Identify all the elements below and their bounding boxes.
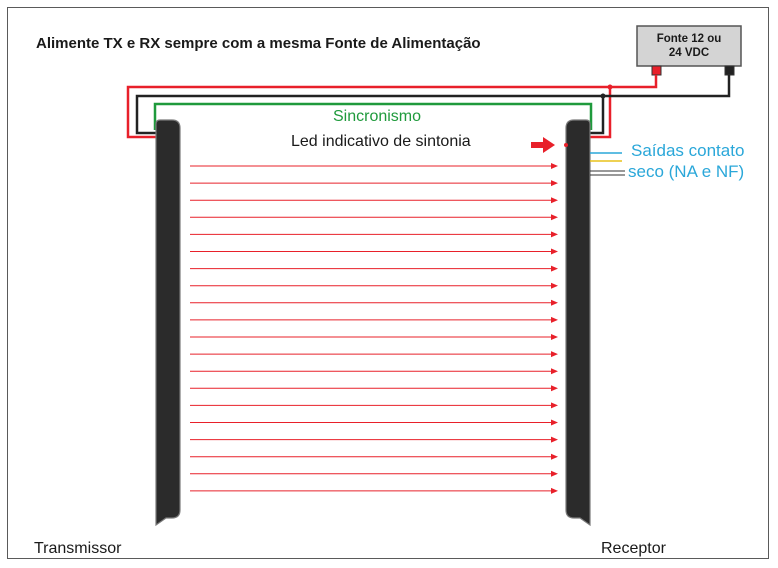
diagram-frame [7, 7, 769, 559]
light-beam-arrowhead [551, 419, 558, 426]
light-beam-arrowhead [551, 351, 558, 358]
sync-label: Sincronismo [333, 108, 422, 125]
light-beams [190, 163, 558, 494]
light-beam-arrowhead [551, 316, 558, 323]
light-beam-arrowhead [551, 385, 558, 392]
light-beam-arrowhead [551, 402, 558, 409]
power-supply-line-2: 24 VDC [668, 47, 710, 59]
junction-dot [600, 93, 606, 99]
sync-wire [153, 102, 593, 130]
outputs-label-line-2: seco (NA e NF) [628, 162, 745, 181]
receiver-bar [565, 119, 591, 527]
positive-wire-rx [582, 87, 612, 139]
light-beam-arrowhead [551, 299, 558, 306]
power-supply-label: Fonte 12 ou 24 VDC [641, 32, 737, 60]
power-supply-line-1: Fonte 12 ou [656, 33, 722, 45]
light-beam-arrowhead [551, 197, 558, 204]
outputs-label-line-1: Saídas contato [631, 141, 745, 160]
light-beam-arrowhead [551, 368, 558, 375]
negative-wire [135, 75, 731, 135]
light-beam-arrowhead [551, 163, 558, 169]
light-beam-arrowhead [551, 334, 558, 340]
light-beam-arrowhead [551, 470, 558, 477]
receiver-label: Receptor [601, 540, 666, 557]
light-beam-arrowhead [551, 231, 558, 238]
light-beam-arrowhead [551, 436, 558, 443]
power-positive-terminal [651, 65, 662, 76]
light-beam-arrowhead [551, 282, 558, 289]
led-label: Led indicativo de sintonia [291, 133, 471, 150]
light-beam-arrowhead [551, 265, 558, 272]
led-indicator-arrow [531, 137, 555, 153]
light-beam-arrowhead [551, 487, 558, 494]
led-dot [564, 143, 568, 147]
transmitter-bar [155, 119, 181, 527]
power-supply-box [636, 25, 742, 67]
light-beam-arrowhead [551, 214, 558, 221]
diagram-title: Alimente TX e RX sempre com a mesma Font… [36, 35, 481, 52]
light-beam-arrowhead [551, 248, 558, 255]
junction-dot [607, 84, 613, 90]
transmitter-label: Transmissor [34, 540, 122, 557]
light-beam-arrowhead [551, 453, 558, 460]
light-beam-arrowhead [551, 180, 558, 187]
power-negative-terminal [724, 65, 735, 76]
positive-wire [126, 75, 658, 139]
